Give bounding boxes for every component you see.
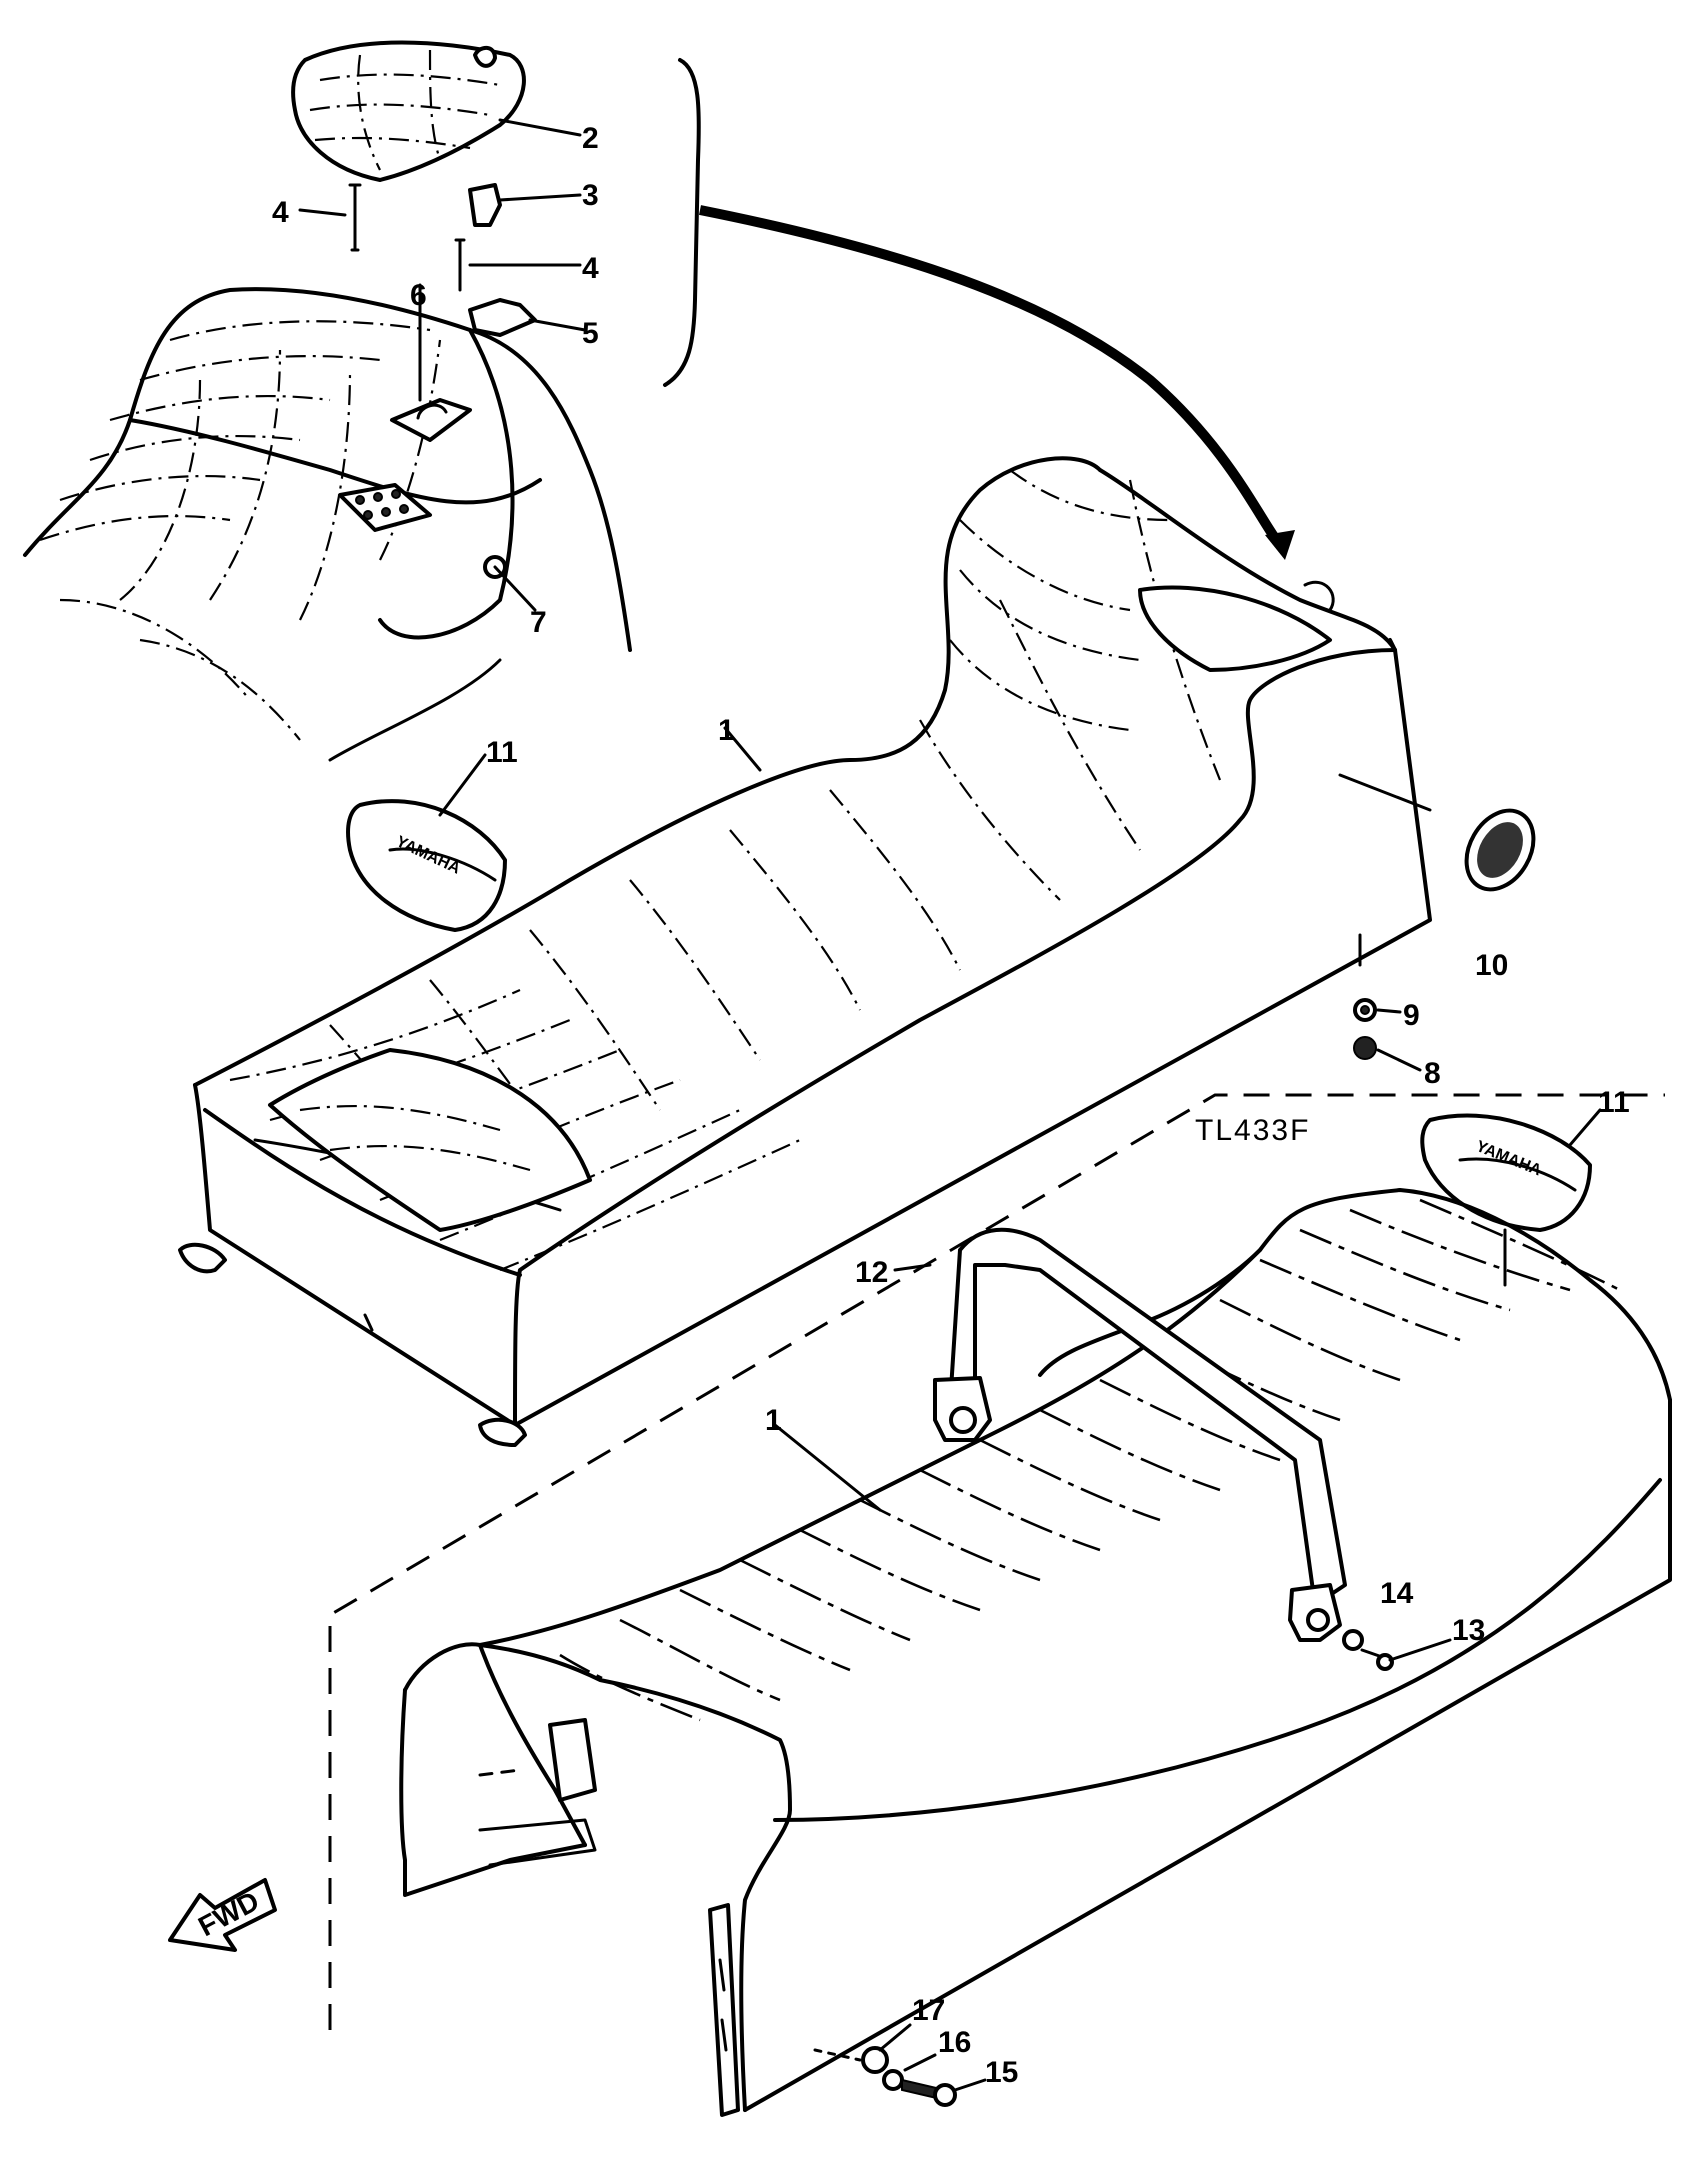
- inset-seat-detail: [23, 40, 1295, 762]
- callout-17: 17: [912, 1994, 945, 2027]
- callout-11-right: 11: [1598, 1086, 1630, 1119]
- variant-boundary: [328, 1093, 1665, 2030]
- callout-9: 9: [1403, 999, 1420, 1032]
- callout-16: 16: [938, 2026, 971, 2059]
- seat-strap: [933, 1227, 1347, 1642]
- forward-arrow-icon: FWD: [168, 1878, 277, 1952]
- callout-15: 15: [985, 2056, 1018, 2089]
- strap-washer-part: [1342, 1629, 1364, 1651]
- callout-6: 6: [410, 279, 427, 312]
- washer-part-17: [861, 2046, 889, 2074]
- callout-4-right: 4: [582, 252, 599, 285]
- callout-5: 5: [582, 317, 599, 350]
- strap-bolt-part: [1376, 1653, 1394, 1671]
- callout-2: 2: [582, 122, 599, 155]
- emblem-part: [1464, 808, 1536, 892]
- callout-1-tl433f: 1: [765, 1404, 782, 1437]
- main-seat-quilted: [178, 456, 1432, 1447]
- callout-10: 10: [1475, 949, 1508, 982]
- callout-14: 14: [1380, 1577, 1414, 1610]
- seat-badge-left: YAMAHA: [346, 753, 507, 932]
- washer-part-16: [882, 2069, 904, 2091]
- callout-1-main: 1: [718, 714, 735, 747]
- model-label: TL433F: [1195, 1114, 1310, 1147]
- tl433f-seat: [399, 1188, 1672, 2117]
- callout-12: 12: [855, 1256, 888, 1289]
- callout-4-left: 4: [272, 196, 289, 229]
- callout-7: 7: [530, 606, 547, 639]
- callout-3: 3: [582, 179, 599, 212]
- callout-11-left: 11: [486, 736, 518, 769]
- nut-part: [1353, 1036, 1377, 1060]
- seat-badge-right: YAMAHA: [1420, 1108, 1602, 1287]
- callout-13: 13: [1452, 1614, 1485, 1647]
- callout-8: 8: [1424, 1057, 1441, 1090]
